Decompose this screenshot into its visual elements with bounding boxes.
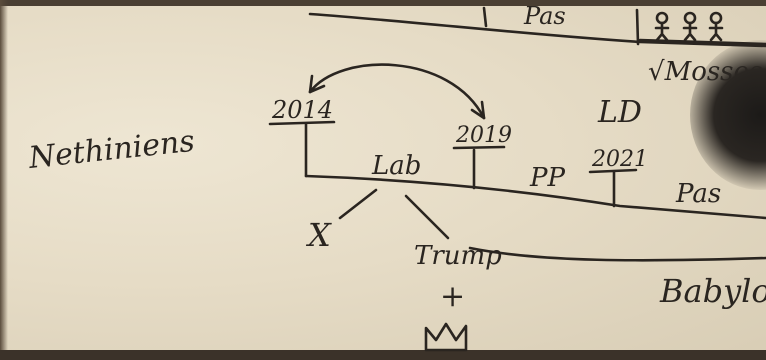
board-top-edge (0, 0, 766, 6)
stick-figure-icon (682, 11, 698, 42)
branch-line-left (338, 188, 378, 220)
people-box (638, 11, 766, 46)
trump-label: Trump (414, 241, 502, 271)
year-2019-underline (452, 145, 506, 150)
arrow-head-left (308, 74, 326, 94)
board-left-edge (0, 0, 8, 360)
pas-top-label: Pas (523, 2, 566, 30)
year-2014-underline (268, 120, 336, 126)
main-timeline-line (304, 174, 766, 220)
branch-line-right (404, 194, 450, 240)
year-2014-label: 2014 (271, 96, 333, 124)
top-timeline-line (308, 12, 766, 48)
stick-figure-icon (708, 11, 724, 42)
stick-figure-icon (654, 11, 670, 42)
babylon-label: Babylon (659, 272, 766, 310)
ld-label: LD (597, 95, 642, 130)
curved-arrow-icon (308, 63, 486, 120)
arrow-head-right (470, 100, 486, 120)
x-mark: X (305, 216, 332, 254)
pp-label: PP (529, 163, 565, 193)
year-2019-label: 2019 (455, 123, 512, 148)
top-tick-right (635, 8, 640, 46)
year-2021-underline (588, 168, 638, 174)
crown-icon (424, 322, 468, 352)
nethiniens-label: Nethiniens (26, 124, 196, 176)
year-2021-label: 2021 (591, 147, 648, 172)
babylon-curve (468, 246, 766, 262)
plus-label: + (440, 279, 465, 314)
lab-label: Lab (371, 151, 421, 181)
board-bottom-edge (0, 350, 766, 360)
pas-bottom-label: Pas (675, 179, 721, 209)
top-tick (482, 6, 488, 28)
